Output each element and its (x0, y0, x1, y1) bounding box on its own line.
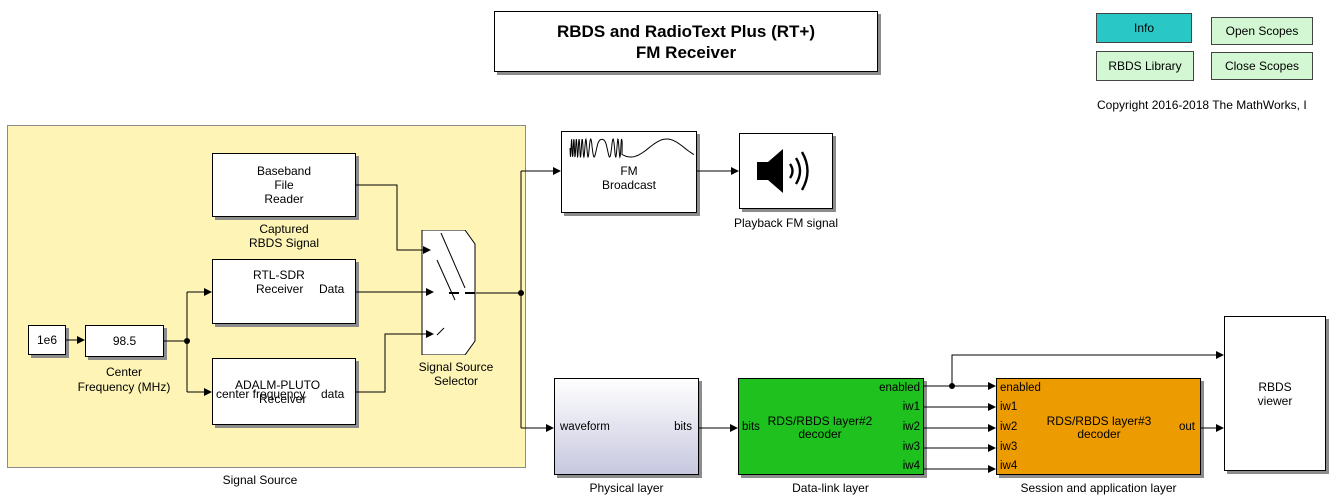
model-title: RBDS and RadioText Plus (RT+) FM Receive… (494, 11, 878, 72)
info-button[interactable]: Info (1096, 13, 1192, 43)
baseband-line-3: Reader (264, 192, 304, 206)
datalink-line-2: decoder (798, 427, 842, 441)
speaker-icon (757, 149, 809, 193)
rtl-data-port: Data (319, 282, 345, 296)
pluto-port-out: data (321, 387, 345, 401)
physical-layer-label: Physical layer (589, 481, 664, 495)
baseband-line-2: File (274, 178, 294, 192)
playback-speaker-block[interactable] (739, 133, 833, 209)
title-line-1: RBDS and RadioText Plus (RT+) (556, 21, 815, 41)
center-frequency-block[interactable]: 98.5 (85, 325, 164, 357)
selector-switch-icon (421, 229, 476, 356)
datalink-out-iw2: iw2 (902, 421, 920, 433)
datalink-line-1: RDS/RBDS layer#2 (767, 414, 873, 428)
datalink-out-iw4: iw4 (902, 460, 920, 472)
rbds-viewer-block[interactable]: RBDS viewer (1224, 316, 1326, 471)
captured-caption-2: RBDS Signal (248, 236, 320, 250)
playback-label: Playback FM signal (733, 216, 839, 230)
rtl-sdr-receiver-block[interactable]: RTL-SDR Receiver Data (212, 259, 356, 324)
constant-value: 1e6 (36, 333, 58, 347)
session-in-enabled: enabled (1000, 382, 1041, 394)
datalink-layer-block[interactable]: bits enabled iw1 iw2 iw3 iw4 RDS/RBDS la… (738, 378, 924, 475)
branch-point-enabled (949, 383, 955, 389)
signal-source-selector[interactable] (419, 229, 476, 356)
constant-1e6-block[interactable]: 1e6 (28, 325, 66, 355)
pluto-line-2: Receiver (259, 392, 307, 406)
datalink-out-iw1: iw1 (902, 401, 920, 413)
center-frequency-value: 98.5 (112, 334, 137, 348)
physical-out-port: bits (674, 421, 692, 433)
baseband-file-reader-block[interactable]: Baseband File Reader (212, 153, 356, 217)
session-in-iw2: iw2 (1000, 421, 1018, 433)
center-frequency-caption-2: Frequency (MHz) (77, 380, 171, 394)
baseband-line-1: Baseband (256, 164, 312, 178)
copyright-text: Copyright 2016-2018 The MathWorks, I (1097, 98, 1307, 112)
captured-caption-1: Captured (259, 222, 309, 236)
datalink-out-enabled: enabled (879, 382, 920, 394)
open-scopes-button[interactable]: Open Scopes (1211, 17, 1313, 45)
selector-caption-1: Signal Source (418, 360, 494, 374)
datalink-out-iw3: iw3 (902, 441, 920, 453)
selector-caption-2: Selector (433, 374, 479, 388)
session-out-port: out (1179, 421, 1195, 433)
pluto-line-1: ADALM-PLUTO (235, 378, 321, 392)
rtl-line-1: RTL-SDR (253, 268, 305, 282)
title-line-2: FM Receiver (635, 42, 737, 62)
close-scopes-button[interactable]: Close Scopes (1211, 52, 1313, 80)
fm-line-2: Broadcast (601, 178, 657, 192)
viewer-line-1: RBDS (1258, 379, 1292, 394)
datalink-in-port: bits (742, 421, 760, 433)
signal-source-label: Signal Source (222, 473, 298, 487)
session-in-iw4: iw4 (1000, 460, 1018, 472)
fm-waveform-icon (569, 138, 695, 159)
session-layer-label: Session and application layer (1020, 481, 1177, 495)
rbds-library-button[interactable]: RBDS Library (1096, 51, 1194, 81)
rtl-line-2: Receiver (256, 282, 304, 296)
physical-layer-block[interactable]: waveform bits (554, 378, 699, 475)
viewer-line-2: viewer (1257, 393, 1293, 408)
fm-line-1: FM (620, 164, 638, 178)
session-in-iw1: iw1 (1000, 401, 1018, 413)
pluto-port-in: center frequency (216, 387, 306, 401)
session-line-2: decoder (1077, 427, 1121, 441)
datalink-layer-label: Data-link layer (792, 481, 869, 495)
adalm-pluto-receiver-block[interactable]: ADALM-PLUTO center frequency data Receiv… (212, 358, 356, 425)
session-in-iw3: iw3 (1000, 441, 1018, 453)
physical-in-port: waveform (560, 421, 610, 433)
session-line-1: RDS/RBDS layer#3 (1046, 414, 1152, 428)
fm-broadcast-block[interactable]: FM Broadcast (561, 131, 697, 213)
session-layer-block[interactable]: enabled iw1 iw2 iw3 iw4 out RDS/RBDS lay… (996, 378, 1201, 475)
center-frequency-caption-1: Center (105, 365, 143, 379)
